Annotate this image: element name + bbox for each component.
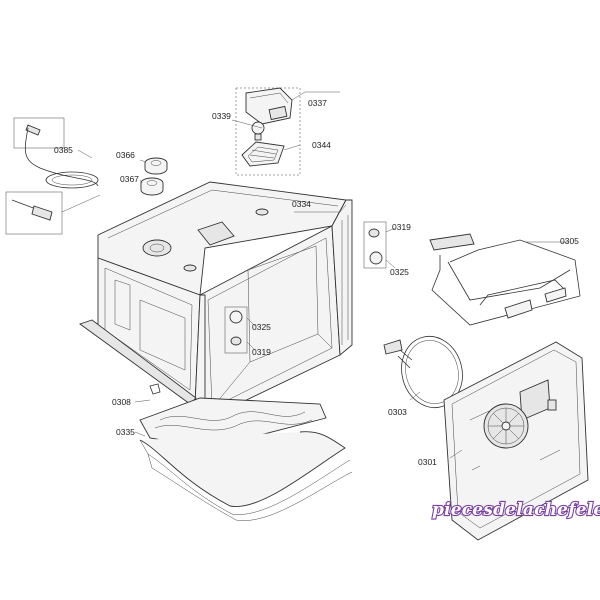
top-grill-element-part[interactable] xyxy=(429,233,581,326)
ring-heater-part[interactable] xyxy=(383,329,470,414)
sensor-connector-part[interactable] xyxy=(11,199,53,221)
oven-cavity-part[interactable] xyxy=(79,181,353,422)
label-0367: 0367 xyxy=(120,174,139,184)
lamp-bulb-part[interactable] xyxy=(251,121,265,141)
label-0308: 0308 xyxy=(112,397,131,407)
label-0325-left: 0325 xyxy=(252,322,271,332)
clip-right-part[interactable] xyxy=(368,228,383,265)
watermark-text: piecesdelachefelec.com xyxy=(432,500,600,520)
label-0335: 0335 xyxy=(116,427,135,437)
label-0344: 0344 xyxy=(312,140,331,150)
lamp-group-frame xyxy=(235,87,301,176)
sensor-box-bottom xyxy=(5,191,63,235)
leader-lines xyxy=(77,91,568,459)
label-0319-right: 0319 xyxy=(392,222,411,232)
callout-labels: 0337 0339 0344 0385 0366 0367 0334 0319 … xyxy=(54,98,579,467)
clip-box-right xyxy=(363,221,387,269)
clip-left-part[interactable] xyxy=(229,310,243,346)
label-0319-left: 0319 xyxy=(252,347,271,357)
oven-seal-part[interactable] xyxy=(139,431,353,521)
label-0337: 0337 xyxy=(308,98,327,108)
label-0334: 0334 xyxy=(292,199,311,209)
knob-bottom-part[interactable] xyxy=(140,177,164,196)
bottom-heater-part[interactable] xyxy=(139,383,327,449)
label-0301: 0301 xyxy=(418,457,437,467)
sensor-probe-part[interactable] xyxy=(24,124,99,189)
label-0385: 0385 xyxy=(54,145,73,155)
label-0339: 0339 xyxy=(212,111,231,121)
label-0303: 0303 xyxy=(388,407,407,417)
label-0305: 0305 xyxy=(560,236,579,246)
knob-top-part[interactable] xyxy=(144,157,168,175)
label-0366: 0366 xyxy=(116,150,135,160)
clip-box-left xyxy=(224,306,248,354)
label-0325-right: 0325 xyxy=(390,267,409,277)
sensor-box-top xyxy=(13,117,65,149)
lamp-housing-part[interactable] xyxy=(245,87,293,125)
fan-icon xyxy=(483,403,529,449)
lamp-cover-part[interactable] xyxy=(241,141,285,167)
